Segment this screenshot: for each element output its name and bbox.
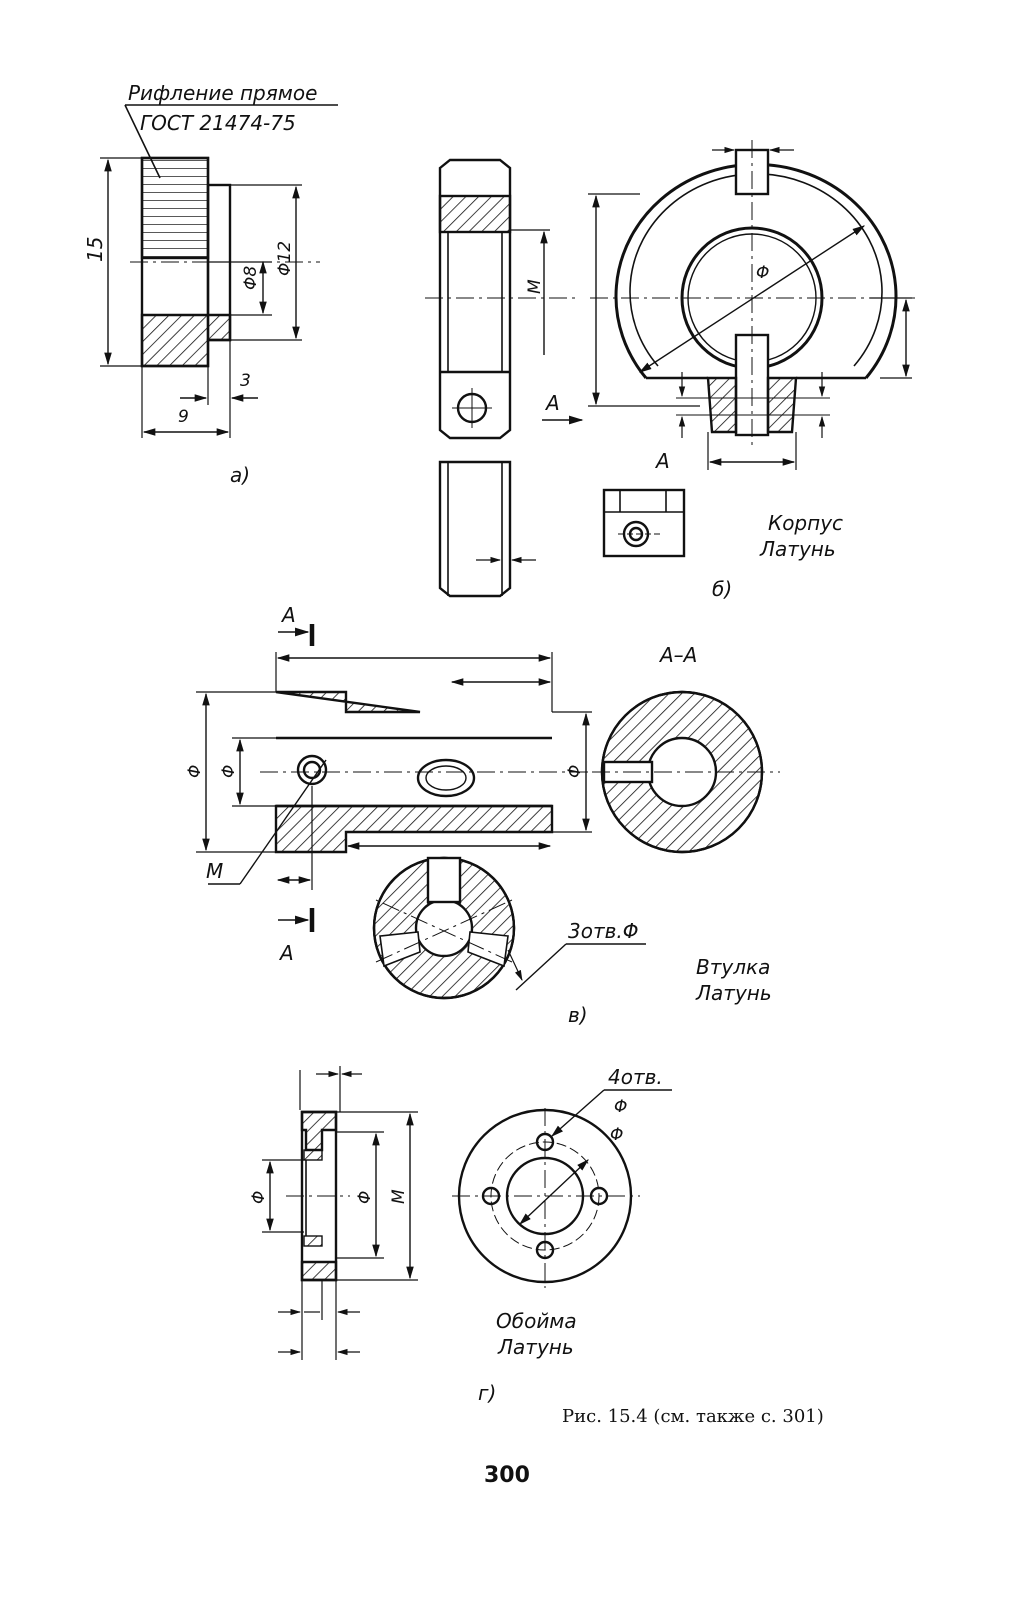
housing-dim-phi: Φ	[756, 263, 769, 283]
cage-material: Латунь	[497, 1335, 574, 1359]
figure-g-label: г)	[478, 1381, 496, 1405]
figure-caption: Рис. 15.4 (см. также с. 301)	[562, 1406, 824, 1427]
bushing-dim-inner: Φ	[219, 765, 239, 778]
figure-v-label: в)	[568, 1003, 588, 1027]
bushing-dim-right: Φ	[565, 765, 585, 778]
page-number: 300	[484, 1463, 530, 1488]
dim-9: 9	[178, 407, 189, 427]
section-title-a-a: A–A	[658, 643, 697, 667]
dim-d12: Φ12	[275, 241, 295, 276]
bushing-part-name: Втулка	[696, 955, 770, 979]
bushing-material: Латунь	[695, 981, 772, 1005]
housing-section-a: A	[654, 449, 670, 473]
figure-a-label: а)	[230, 463, 250, 487]
cage-holes-note: 4отв.	[608, 1065, 663, 1089]
cage-dim-small: Φ	[249, 1191, 269, 1204]
knurl-note-line2: ГОСТ 21474-75	[140, 111, 296, 135]
cage-dim-m: M	[389, 1189, 409, 1204]
housing-part-name: Корпус	[768, 511, 843, 535]
figure-b-label: б)	[712, 577, 732, 601]
dim-d8: Φ8	[241, 266, 261, 290]
cage-part-name: Обойма	[496, 1309, 577, 1333]
dim-3: 3	[240, 371, 251, 391]
bushing-dim-m: M	[206, 859, 223, 883]
cage-dim-hole: Φ	[614, 1097, 627, 1117]
knurl-note-line1: Рифление прямое	[128, 81, 317, 105]
figure-b-housing	[425, 140, 915, 598]
bushing-holes-note: 3отв.Φ	[568, 919, 639, 943]
housing-view-a: A	[544, 391, 560, 415]
figure-a-knurled-nut	[100, 104, 338, 438]
bushing-dim-outer: Φ	[185, 765, 205, 778]
figure-v-bushing	[196, 624, 780, 1000]
dim-height-15: 15	[83, 237, 107, 262]
cut-marker-top: A	[280, 603, 296, 627]
cage-dim-mid: Φ	[355, 1191, 375, 1204]
cage-dim-pcd: Φ	[610, 1125, 623, 1145]
housing-dim-m: M	[525, 279, 545, 294]
housing-material: Латунь	[759, 537, 836, 561]
figure-g-cage	[262, 1066, 672, 1360]
cut-marker-bottom: A	[278, 941, 294, 965]
